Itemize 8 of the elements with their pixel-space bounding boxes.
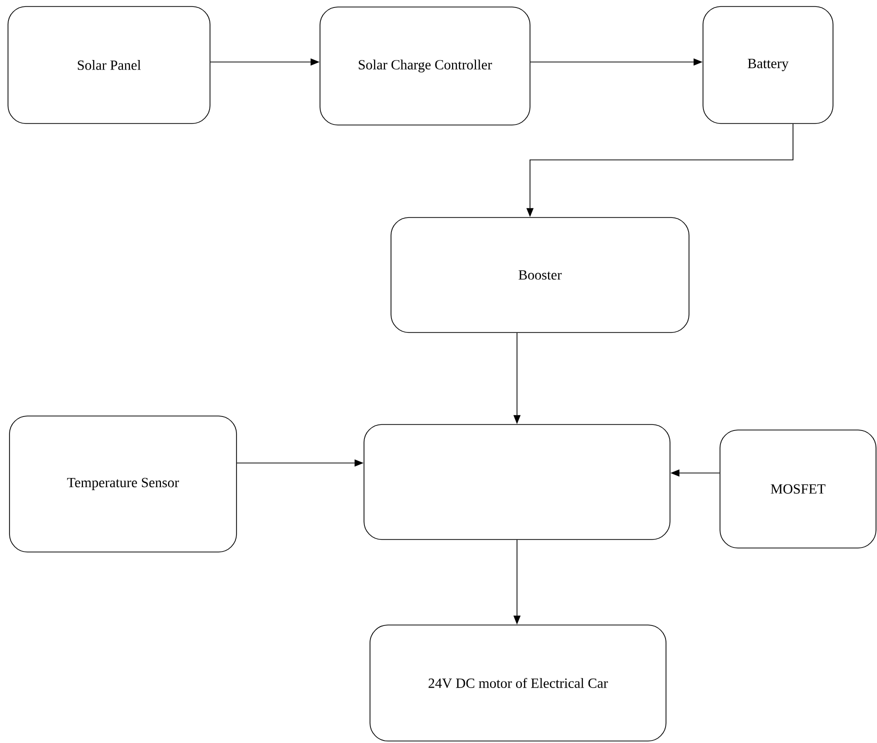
block-box: Solar Charge Controller bbox=[320, 6, 530, 126]
block-box: 24V DC motor of Electrical Car bbox=[370, 624, 666, 742]
block-box: MOSFET bbox=[720, 430, 876, 548]
block-box: Temperature Sensor bbox=[9, 416, 237, 552]
block-box: Booster bbox=[390, 217, 690, 333]
block-box: Solar Panel bbox=[8, 6, 210, 124]
block-box: Battery bbox=[702, 6, 834, 124]
block-box bbox=[364, 424, 670, 540]
